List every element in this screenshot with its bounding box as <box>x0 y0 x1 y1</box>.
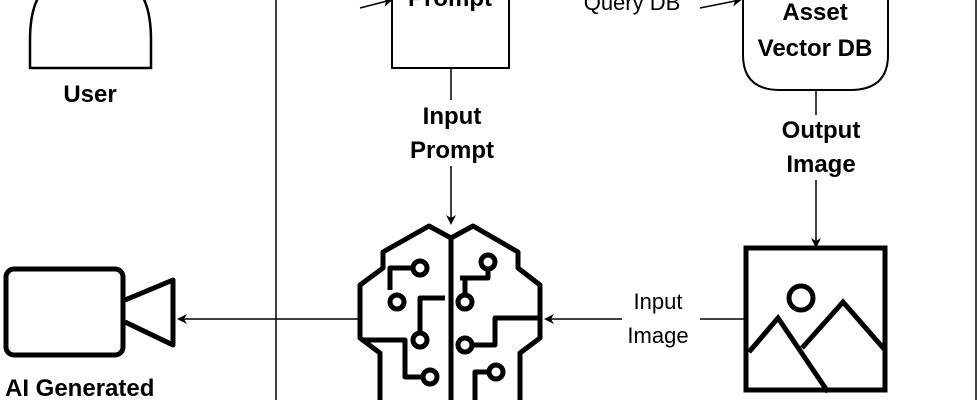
prompt-label: Prompt <box>408 0 492 12</box>
user-label: User <box>63 81 116 108</box>
input-image-label-1: Input <box>634 289 683 314</box>
user-shape <box>28 0 153 70</box>
input-prompt-label-2: Prompt <box>410 137 494 164</box>
output-image-label-2: Image <box>786 151 855 178</box>
input-prompt-label-1: Input <box>423 103 482 130</box>
query-db-label: Query DB <box>584 0 681 15</box>
ai-generated-label: AI Generated <box>5 375 154 400</box>
prompt-box <box>391 0 510 69</box>
image-icon <box>743 245 888 394</box>
arrow-query-db <box>699 0 742 9</box>
ai-brain-icon <box>357 223 543 400</box>
video-camera-icon <box>3 266 176 358</box>
output-image-label-1: Output <box>782 117 861 144</box>
input-image-label-2: Image <box>627 323 688 348</box>
db-label-line1: Asset <box>782 0 847 26</box>
asset-vector-db <box>742 0 889 91</box>
db-label-line2: Vector DB <box>758 35 873 62</box>
arrow-to-prompt <box>359 0 393 9</box>
